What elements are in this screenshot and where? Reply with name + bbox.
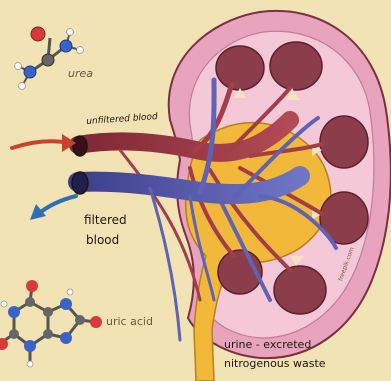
label-urea: urea — [68, 68, 93, 81]
vein-opening — [72, 172, 88, 194]
label-filtered-line1: filtered — [84, 214, 127, 228]
uric-acid-molecule-icon — [0, 280, 102, 367]
label-urine-line1: urine - excreted — [224, 339, 311, 352]
arrow-in-icon — [12, 134, 76, 152]
label-uric-acid: uric acid — [106, 316, 153, 329]
label-urine-line2: nitrogenous waste — [224, 358, 326, 371]
arrow-out-icon — [30, 196, 76, 220]
artery-opening — [73, 136, 87, 156]
label-filtered-line2: blood — [86, 234, 119, 248]
